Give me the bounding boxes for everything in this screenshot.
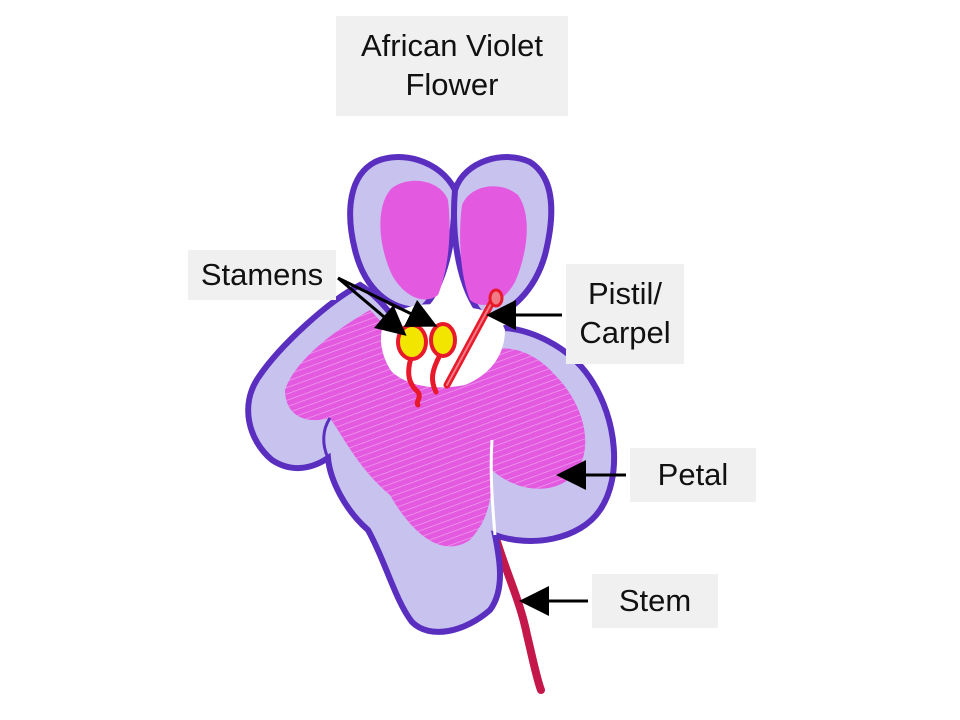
stamens-arrow-right	[337, 276, 438, 327]
diagram-title: African Violet Flower	[336, 16, 568, 116]
label-pistil-line-2: Carpel	[579, 315, 671, 350]
title-line-2: Flower	[405, 67, 499, 102]
stamens-arrow-left	[337, 276, 407, 336]
pointer-arrows	[337, 276, 626, 616]
label-stem-text: Stem	[618, 582, 692, 618]
petal-crease-left	[322, 417, 332, 459]
pistil-style-highlight	[446, 301, 493, 386]
label-stamens-text: Stamens	[200, 256, 324, 292]
label-stem: Stem	[592, 574, 718, 628]
petal-upper-right-pink	[460, 186, 527, 305]
title-line-1: African Violet	[360, 28, 544, 64]
stamen-anther-right	[429, 322, 457, 358]
flower	[245, 154, 618, 635]
petal-crease-right	[489, 439, 497, 536]
stamen-filament-right	[430, 352, 443, 395]
label-stamens: Stamens	[188, 250, 336, 300]
petal-hatch-texture	[285, 310, 586, 547]
pistil-stigma	[488, 288, 504, 308]
stamens	[396, 322, 457, 408]
label-petal-text: Petal	[657, 456, 729, 492]
stamen-anther-left	[396, 323, 428, 361]
label-pistil-line-1: Pistil/	[587, 276, 663, 312]
stamen-filament-left	[406, 352, 422, 408]
petal-upper-left-pink	[380, 180, 450, 300]
stem	[491, 531, 545, 694]
label-pistil-carpel: Pistil/ Carpel	[566, 264, 684, 364]
label-petal: Petal	[630, 448, 756, 502]
